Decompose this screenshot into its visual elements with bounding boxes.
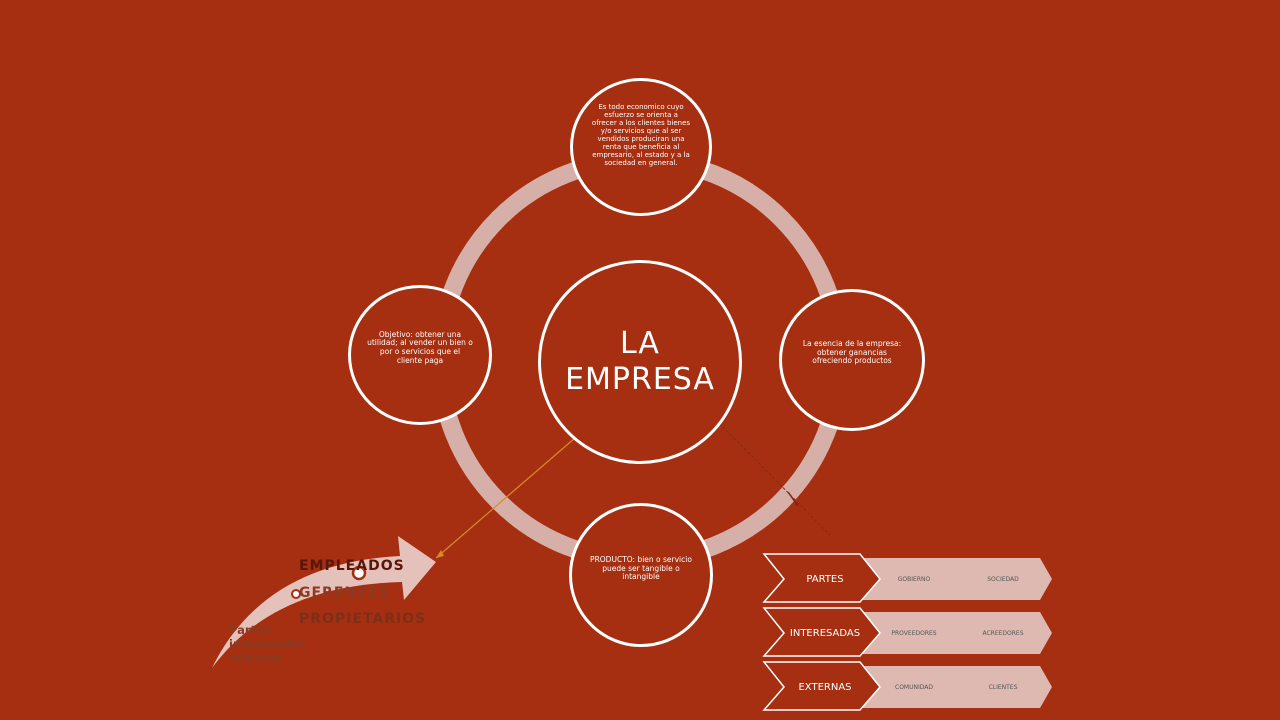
internal-label: Partes interesadas internas: [229, 623, 306, 665]
node-objective: Objetivo: obtener una utilidad; al vende…: [348, 285, 492, 425]
node-product-text: PRODUCTO: bien o servicio puede ser tang…: [590, 555, 692, 582]
curved-arrow: [212, 536, 436, 668]
arrow-node-1: [351, 565, 367, 581]
external-cell-sociedad: SOCIEDAD: [987, 575, 1019, 583]
node-essence-text: La esencia de la empresa: obtener gananc…: [802, 339, 902, 366]
arrow-node-2: [291, 589, 301, 599]
external-row-2: [762, 607, 1052, 657]
external-cell-clientes: CLIENTES: [988, 683, 1018, 691]
node-product: PRODUCTO: bien o servicio puede ser tang…: [569, 503, 713, 647]
center-label: LA EMPRESA: [565, 326, 715, 397]
ring-divider: [787, 491, 799, 507]
external-main-interesadas: INTERESADAS: [789, 627, 861, 639]
external-row-1: [762, 553, 1052, 603]
internal-item-propietarios: PROPIETARIOS: [299, 611, 427, 627]
connector-line-internal: [435, 437, 576, 559]
node-definition-text: Es todo economico cuyo esfuerzo se orien…: [591, 102, 691, 168]
node-objective-text: Objetivo: obtener una utilidad; al vende…: [367, 329, 473, 365]
external-cell-proveedores: PROVEEDORES: [891, 629, 937, 637]
internal-item-empleados: EMPLEADOS: [299, 558, 405, 574]
external-main-externas: EXTERNAS: [798, 681, 852, 693]
connector-line-external: [715, 419, 831, 536]
external-main-partes: PARTES: [806, 573, 844, 585]
external-cell-acreedores: ACREEDORES: [982, 629, 1024, 637]
external-row-3: [762, 661, 1052, 711]
internal-item-gerentes: GERENTES: [299, 585, 390, 601]
node-definition: Es todo economico cuyo esfuerzo se orien…: [570, 78, 712, 216]
center-circle: LA EMPRESA: [538, 260, 742, 464]
external-cell-comunidad: COMUNIDAD: [895, 683, 933, 691]
node-essence: La esencia de la empresa: obtener gananc…: [779, 289, 925, 431]
external-cell-gobierno: GOBIERNO: [897, 575, 931, 583]
connector-arrowhead: [436, 550, 444, 558]
